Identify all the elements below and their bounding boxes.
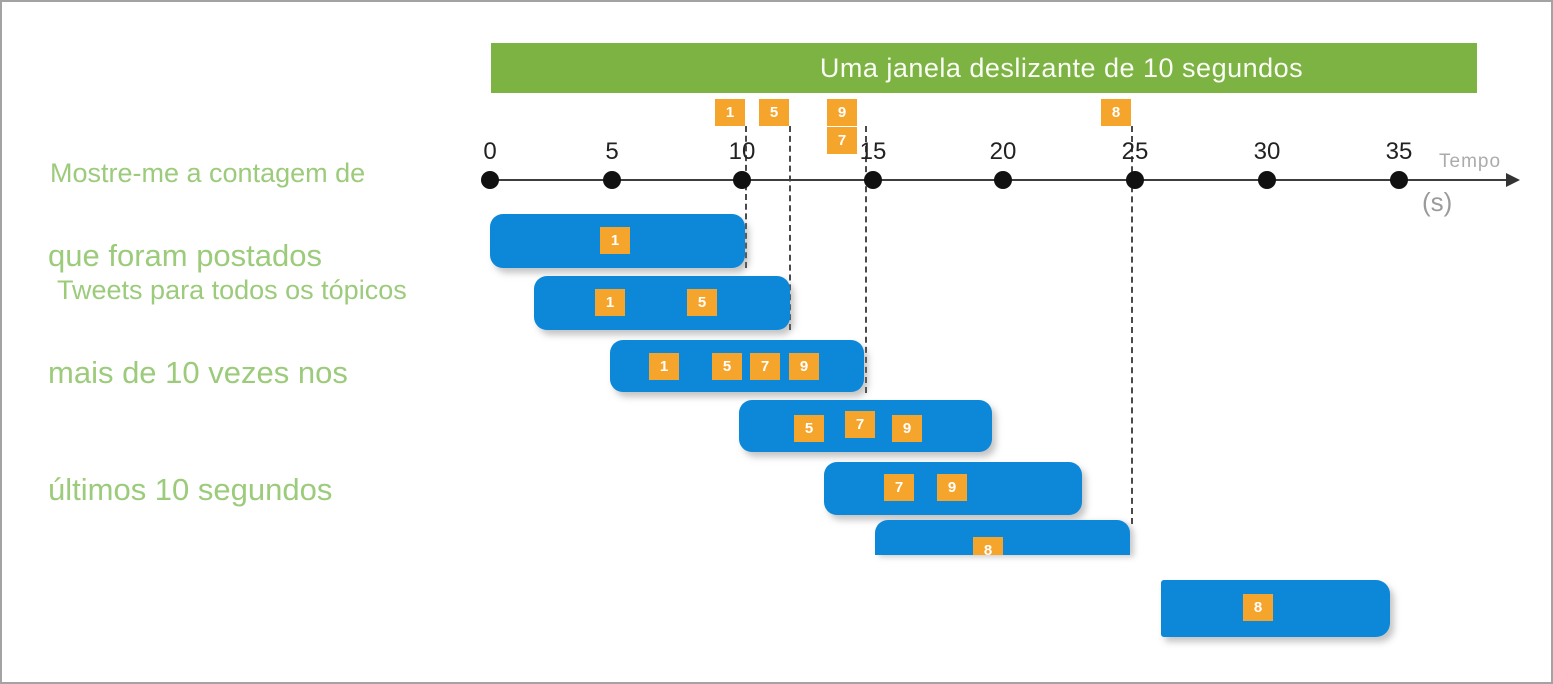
tick-label: 25 (1121, 138, 1149, 165)
banner-label: Uma janela deslizante de 10 segundos (819, 52, 1304, 83)
event-badge: 5 (794, 415, 824, 442)
window-bar: 8 (875, 520, 1130, 555)
axis-label: Tempo (1439, 151, 1502, 172)
query-text-bottom: que foram postados mais de 10 vezes nos … (48, 158, 348, 587)
tick-label: 0 (483, 138, 497, 165)
event-dashed-line (745, 126, 747, 268)
tick-dot (1390, 171, 1408, 189)
tick-dot (733, 171, 751, 189)
query-text-top: Mostre-me a contagem de Tweets para todo… (50, 76, 407, 388)
tick-label: 35 (1385, 138, 1413, 165)
event-badge: 1 (600, 227, 630, 254)
tick-dot (481, 171, 499, 189)
event-badge: 5 (687, 289, 717, 316)
tick-dot (1258, 171, 1276, 189)
event-badge: 8 (1243, 594, 1273, 621)
window-bar: 8 (1161, 580, 1390, 637)
window-bar: 1 (490, 214, 745, 268)
sliding-window-banner: Uma janela deslizante de 10 segundos (491, 43, 1477, 93)
query-line: que foram postados (48, 238, 323, 273)
event-badge: 5 (759, 99, 789, 126)
axis-arrow-icon (1506, 173, 1520, 187)
event-badge: 9 (827, 99, 857, 126)
event-badge: 5 (712, 353, 742, 380)
tick-label: 20 (989, 138, 1017, 165)
query-line: mais de 10 vezes nos (48, 355, 348, 390)
tick-dot (864, 171, 882, 189)
event-badge: 9 (937, 474, 967, 501)
tick-label: 5 (605, 138, 619, 165)
tick-dot (1126, 171, 1144, 189)
tick-label: 30 (1253, 138, 1281, 165)
event-badge: 8 (1101, 99, 1131, 126)
event-badge: 7 (845, 411, 875, 438)
event-badge: 1 (715, 99, 745, 126)
event-badge: 9 (789, 353, 819, 380)
event-badge: 7 (884, 474, 914, 501)
event-badge: 7 (827, 127, 857, 154)
axis-unit-label: (s) (1422, 187, 1453, 217)
event-badge: 1 (595, 289, 625, 316)
event-dashed-line (865, 126, 867, 393)
tick-label: 10 (728, 138, 756, 165)
tick-dot (994, 171, 1012, 189)
event-badge: 1 (649, 353, 679, 380)
event-badge: 7 (750, 353, 780, 380)
tick-label: 15 (859, 138, 887, 165)
event-badge: 8 (973, 537, 1003, 555)
query-line: Mostre-me a contagem de (50, 158, 366, 188)
query-line: Tweets para todos os tópicos (50, 275, 407, 305)
tick-dot (603, 171, 621, 189)
event-badge: 9 (892, 415, 922, 442)
event-dashed-line (1131, 126, 1133, 524)
event-dashed-line (789, 126, 791, 330)
query-line: últimos 10 segundos (48, 472, 333, 507)
